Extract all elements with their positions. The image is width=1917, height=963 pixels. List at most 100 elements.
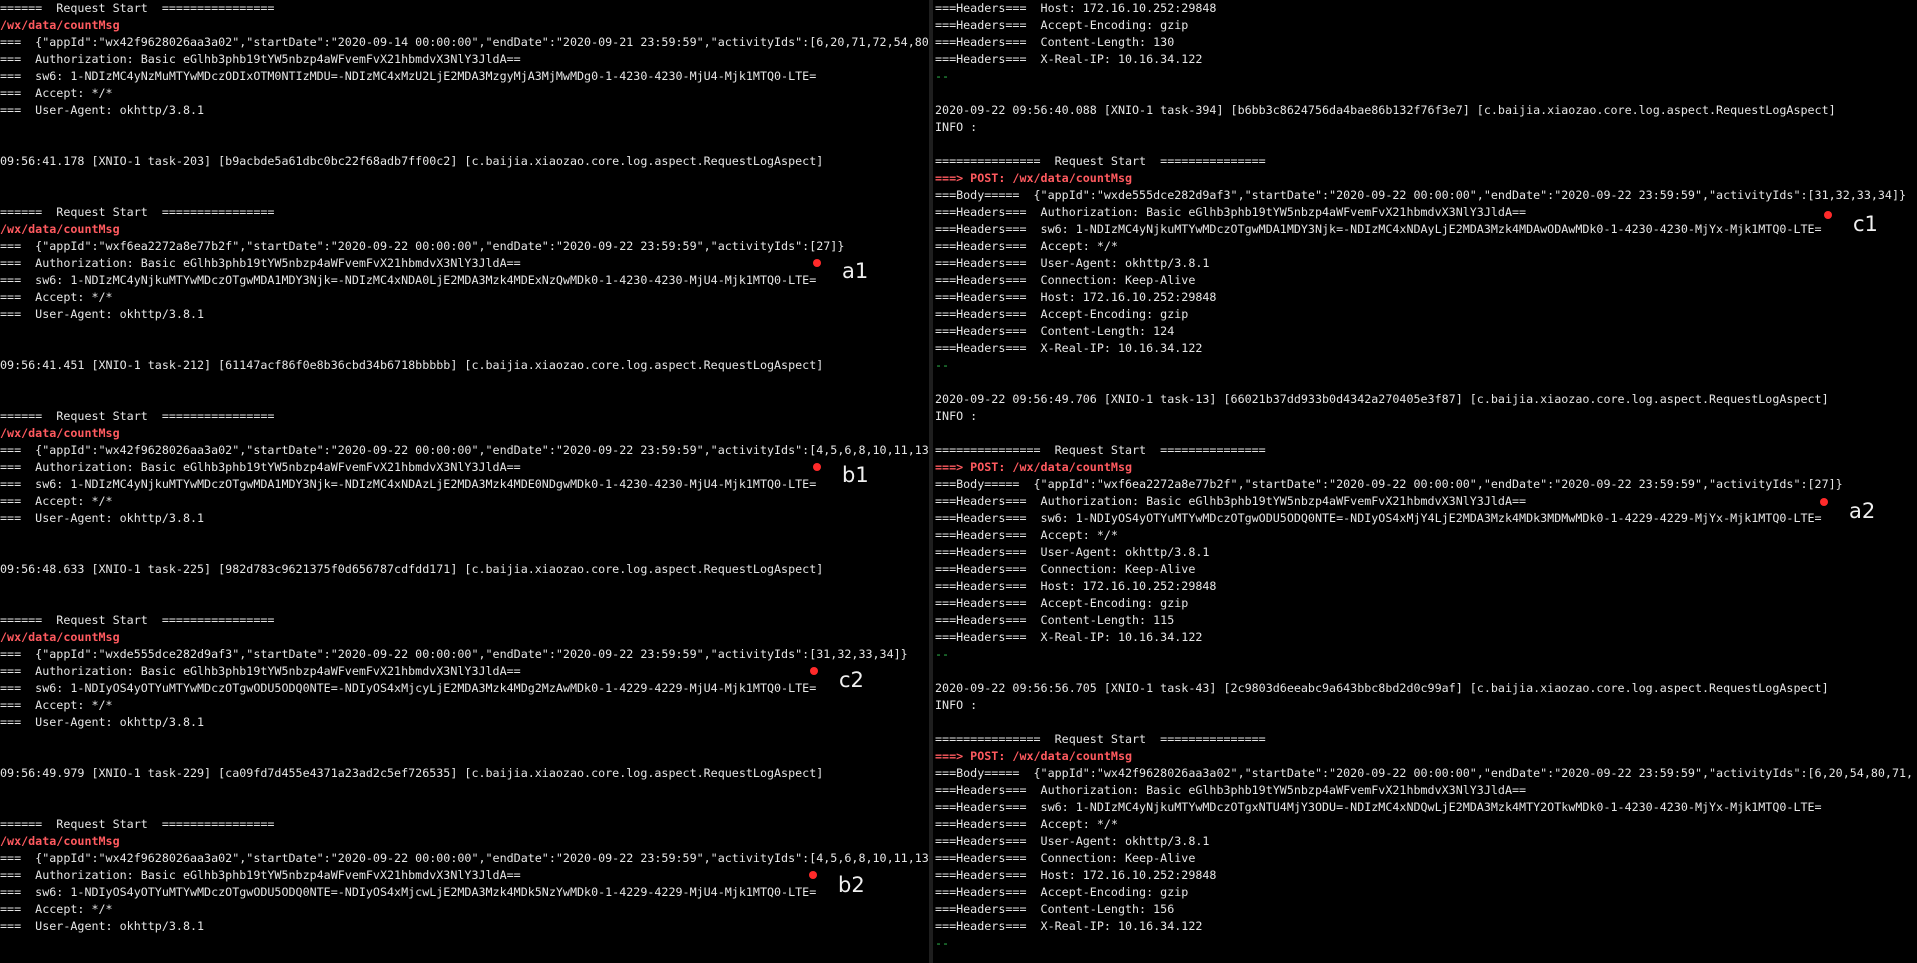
log-line [933,714,1917,731]
log-line: ===Headers=== Content-Length: 115 [935,613,1175,627]
log-line: ===Headers=== Accept: */* [935,239,1118,253]
log-line: ====== Request Start ================ [0,409,275,423]
log-line: ===Headers=== Authorization: Basic eGlhb… [935,494,1527,508]
log-line: ===Headers=== Host: 172.16.10.252:29848 [935,579,1217,593]
log-line: =============== Request Start ==========… [935,443,1266,457]
log-line: === Authorization: Basic eGlhb3phb19tYW5… [0,52,521,66]
log-line [0,544,929,561]
log-line: === Accept: */* [0,698,113,712]
pane-divider[interactable] [929,0,933,963]
log-line: === User-Agent: okhttp/3.8.1 [0,715,205,729]
log-line: ===Headers=== Content-Length: 156 [935,902,1175,916]
log-line [0,119,929,136]
terminal-pane-right[interactable]: ===Headers=== Host: 172.16.10.252:29848 =… [933,0,1917,963]
log-line [0,391,929,408]
log-line: === Authorization: Basic eGlhb3phb19tYW5… [0,256,521,270]
log-line-url: /wx/data/countMsg [0,222,120,236]
annotation-marker-b2 [809,871,817,879]
log-line: ===Body===== {"appId":"wxf6ea2272a8e77b2… [935,477,1843,491]
log-line-separator: -- [935,69,950,83]
log-line: === Accept: */* [0,86,113,100]
log-line: 09:56:49.979 [XNIO-1 task-229] [ca09fd7d… [0,766,824,780]
log-line [0,527,929,544]
log-line: ===Headers=== Host: 172.16.10.252:29848 [935,1,1217,15]
log-line: === User-Agent: okhttp/3.8.1 [0,103,205,117]
log-line: ===Headers=== Accept-Encoding: gzip [935,596,1189,610]
log-line: ===Headers=== Content-Length: 124 [935,324,1175,338]
log-line: ====== Request Start ================ [0,817,275,831]
log-line [0,187,929,204]
log-line: =============== Request Start ==========… [935,154,1266,168]
log-line: === {"appId":"wxde555dce282d9af3","start… [0,647,908,661]
log-line: === sw6: 1-NDIzMC4yNjkuMTYwMDczOTgwMDA1M… [0,273,817,287]
annotation-label-c2: c2 [839,668,864,692]
annotation-label-b2: b2 [838,873,865,897]
log-line [933,374,1917,391]
log-line: ===Headers=== Authorization: Basic eGlhb… [935,783,1527,797]
log-line: === {"appId":"wx42f9628026aa3a02","start… [0,443,929,457]
annotation-marker-a2 [1820,498,1828,506]
annotation-marker-b1 [813,463,821,471]
log-line: === Accept: */* [0,902,113,916]
log-line: INFO : [935,409,978,423]
log-line: 2020-09-22 09:56:56.705 [XNIO-1 task-43]… [935,681,1829,695]
log-line-separator: -- [935,647,950,661]
log-line-url: /wx/data/countMsg [0,834,120,848]
log-line: ===Headers=== X-Real-IP: 10.16.34.122 [935,630,1203,644]
log-line: === {"appId":"wx42f9628026aa3a02","start… [0,851,929,865]
annotation-marker-a1 [813,259,821,267]
log-line-separator: -- [935,358,950,372]
log-line: === sw6: 1-NDIyOS4yOTYuMTYwMDczOTgwODU5O… [0,681,817,695]
log-line: === sw6: 1-NDIyOS4yOTYuMTYwMDczOTgwODU5O… [0,885,817,899]
log-line: ===Headers=== User-Agent: okhttp/3.8.1 [935,545,1210,559]
terminal-pane-left[interactable]: ====== Request Start ================ /wx… [0,0,929,963]
log-line: === {"appId":"wx42f9628026aa3a02","start… [0,35,929,49]
log-line: ===Headers=== Accept-Encoding: gzip [935,885,1189,899]
log-line: === Authorization: Basic eGlhb3phb19tYW5… [0,868,521,882]
log-line: === Authorization: Basic eGlhb3phb19tYW5… [0,460,521,474]
log-line: ===Headers=== Connection: Keep-Alive [935,562,1196,576]
log-line: ===Headers=== User-Agent: okhttp/3.8.1 [935,834,1210,848]
log-line: ===Headers=== X-Real-IP: 10.16.34.122 [935,52,1203,66]
log-line-url: /wx/data/countMsg [0,426,120,440]
log-line: === Accept: */* [0,494,113,508]
log-line: ===Headers=== Accept: */* [935,528,1118,542]
log-line: === {"appId":"wxf6ea2272a8e77b2f","start… [0,239,845,253]
log-line: === User-Agent: okhttp/3.8.1 [0,919,205,933]
log-line: ===Headers=== Connection: Keep-Alive [935,851,1196,865]
log-line [0,340,929,357]
log-line: 09:56:41.451 [XNIO-1 task-212] [61147acf… [0,358,824,372]
log-line [0,799,929,816]
log-line-url: /wx/data/countMsg [0,18,120,32]
annotation-label-a1: a1 [842,259,869,283]
log-line: ===Headers=== User-Agent: okhttp/3.8.1 [935,256,1210,270]
annotation-marker-c2 [810,667,818,675]
log-line: ===Headers=== sw6: 1-NDIzMC4yNjkuMTYwMDc… [935,800,1822,814]
log-line: ===Headers=== Connection: Keep-Alive [935,273,1196,287]
log-line: ===Headers=== Host: 172.16.10.252:29848 [935,868,1217,882]
log-line [0,323,929,340]
log-line [933,85,1917,102]
log-line: INFO : [935,698,978,712]
log-line: INFO : [935,120,978,134]
annotation-marker-c1 [1824,211,1832,219]
log-line: ===Headers=== Accept: */* [935,817,1118,831]
log-line [0,374,929,391]
log-line: ====== Request Start ================ [0,205,275,219]
log-line [933,663,1917,680]
log-line: === sw6: 1-NDIzMC4yNzMuMTYwMDczODIxOTM0N… [0,69,817,83]
log-line: ===Headers=== Accept-Encoding: gzip [935,307,1189,321]
log-line: ===Headers=== Content-Length: 130 [935,35,1175,49]
log-line: ===Body===== {"appId":"wx42f9628026aa3a0… [935,766,1914,780]
log-line: === User-Agent: okhttp/3.8.1 [0,307,205,321]
log-line: 2020-09-22 09:56:49.706 [XNIO-1 task-13]… [935,392,1829,406]
annotation-label-c1: c1 [1853,212,1878,236]
log-line [0,782,929,799]
log-line: === Authorization: Basic eGlhb3phb19tYW5… [0,664,521,678]
log-line-url: ===> POST: /wx/data/countMsg [935,749,1133,763]
log-line-url: ===> POST: /wx/data/countMsg [935,171,1133,185]
log-line [0,748,929,765]
log-line [0,136,929,153]
log-line: ====== Request Start ================ [0,1,275,15]
log-line [0,578,929,595]
